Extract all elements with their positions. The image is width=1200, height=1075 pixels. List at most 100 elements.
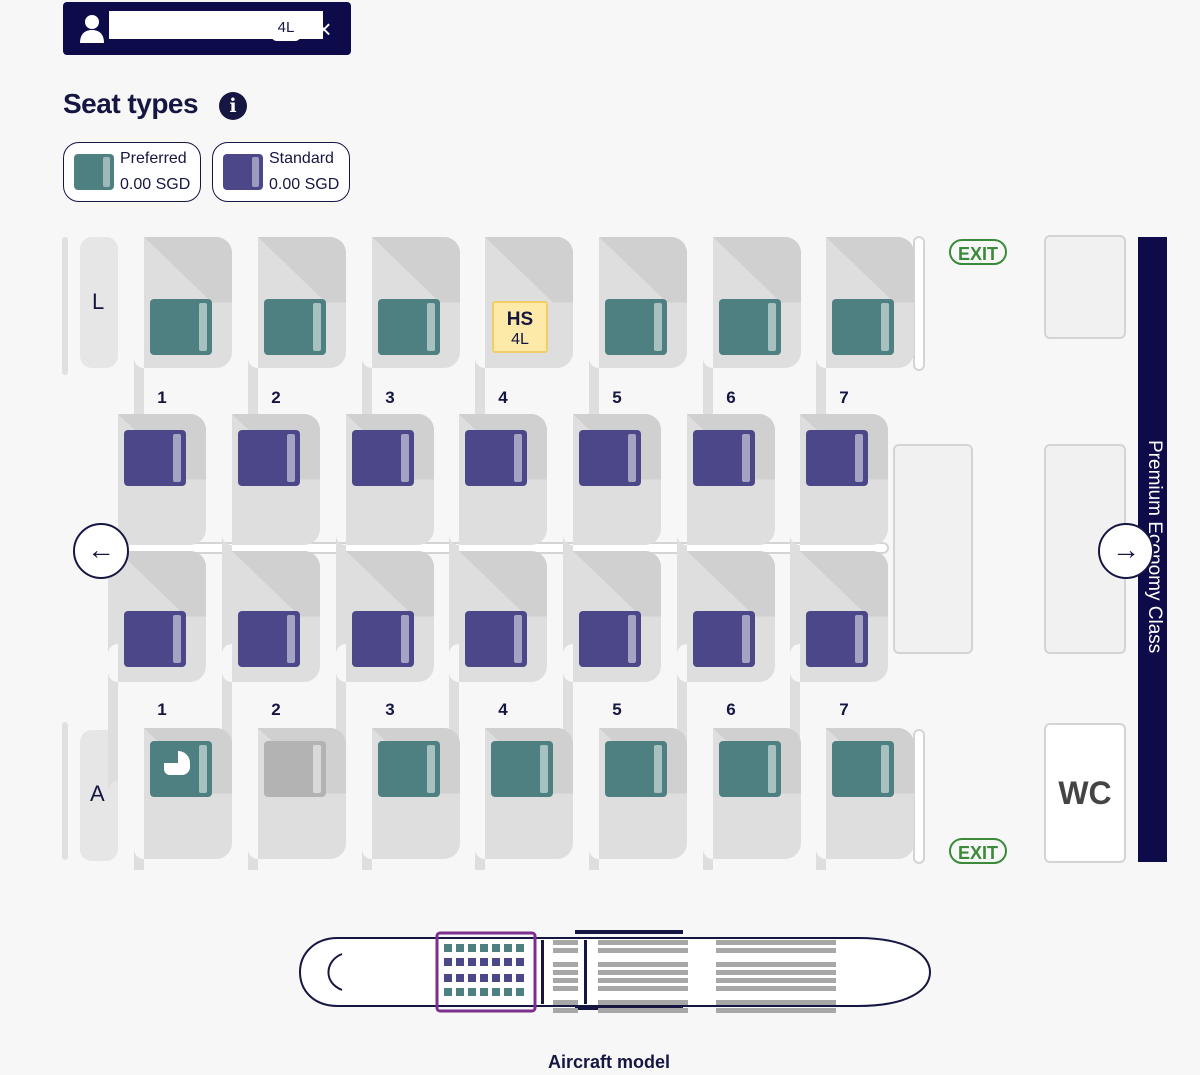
seat-armrest [855,615,863,663]
info-icon[interactable]: i [219,92,247,120]
mini-seat [444,958,452,966]
row-number: 1 [157,388,167,407]
seat-standard[interactable] [124,611,186,667]
row-number: 2 [271,388,281,407]
mini-seat [444,944,452,952]
mini-cabin-block [716,970,836,975]
close-icon[interactable]: × [316,14,332,44]
row-letter-L: L [92,289,105,314]
aircraft-model-title: Aircraft model [548,1052,671,1072]
mini-seat [468,944,476,952]
seat-armrest [768,303,776,351]
seat-armrest [881,303,889,351]
seat-armrest [199,303,207,351]
viewport-highlight[interactable] [435,931,537,1013]
seat-shell-shade [485,237,573,303]
seat-shell-shade [599,237,687,303]
seat-preferred[interactable] [832,741,894,797]
row-number: 4 [498,388,508,407]
mini-seat [492,944,500,952]
mini-cabin-block [716,986,836,991]
mini-cabin-block [553,940,578,945]
seat-armrest [313,745,321,793]
seat-shell-shade [258,237,346,303]
mini-seat [456,958,464,966]
row-number: 3 [385,388,395,407]
seat-armrest [514,434,522,482]
mini-seat [492,958,500,966]
seat-preferred[interactable] [264,299,326,355]
bassinet-icon [164,751,190,775]
seat-preferred[interactable] [605,741,667,797]
seat-preferred[interactable] [605,299,667,355]
seat-preferred[interactable] [378,299,440,355]
seat-armrest [742,434,750,482]
mini-cabin-block [716,948,836,953]
seat-standard[interactable] [238,611,300,667]
seat-armrest [855,434,863,482]
mini-cabin-block [598,940,688,945]
mini-cabin-block [553,986,578,991]
seat-map [62,236,925,870]
mini-cabin-block [598,978,688,983]
seat-armrest [287,615,295,663]
bulkhead [913,729,925,864]
seat-shell-shade [118,551,206,617]
legend-standard-name: Standard [269,150,334,167]
seat-armrest [427,745,435,793]
legend-preferred-price: 0.00 SGD [120,176,191,193]
selected-seat-4L[interactable]: HS 4L [492,301,548,353]
seat-shell-shade [687,551,775,617]
mini-cabin-block [553,962,578,967]
seat-armrest [173,615,181,663]
exit-sign-bottom: EXIT [949,838,1007,864]
aircraft-overview[interactable] [298,930,938,1020]
mini-cabin-block [598,1000,688,1005]
row-number: 5 [612,388,622,407]
preferred-swatch [74,154,114,190]
mini-seat [516,988,524,996]
legend-preferred: Preferred 0.00 SGD [63,142,201,202]
seat-preferred[interactable] [491,741,553,797]
seat-preferred[interactable] [719,299,781,355]
mini-divider [541,940,544,1004]
seat-standard[interactable] [124,430,186,486]
seat-standard[interactable] [579,430,641,486]
seat-standard[interactable] [238,430,300,486]
seat-armrest [401,615,409,663]
seat-standard[interactable] [806,430,868,486]
seat-standard[interactable] [465,611,527,667]
standard-swatch [223,154,263,190]
seat-standard[interactable] [465,430,527,486]
seat-preferred[interactable] [150,299,212,355]
exit-sign-top: EXIT [949,239,1007,265]
seat-standard[interactable] [352,430,414,486]
seat-preferred[interactable] [378,741,440,797]
seat-standard[interactable] [806,611,868,667]
mini-cabin-block [553,978,578,983]
seat-standard[interactable] [352,611,414,667]
seat-standard[interactable] [579,611,641,667]
row-number: 1 [157,700,167,719]
seat-armrest [540,745,548,793]
seat-shell-shade [459,551,547,617]
mini-seat [480,944,488,952]
seat-standard[interactable] [693,430,755,486]
mini-cabin-block [716,1000,836,1005]
selected-seat-code: HS [506,309,534,330]
arrow-right-icon[interactable]: → [1098,523,1154,579]
seat-shell-shade [232,551,320,617]
arrow-left-icon[interactable]: ← [73,523,129,579]
seat-preferred[interactable] [832,299,894,355]
person-icon [80,15,104,43]
seat-preferred[interactable] [719,741,781,797]
seat-armrest [881,745,889,793]
cabin-wall [62,237,68,375]
mini-seat [456,974,464,982]
seat-armrest [313,303,321,351]
row-number: 5 [612,700,622,719]
passenger-tag[interactable]: 4L × [63,2,351,55]
seat-standard[interactable] [693,611,755,667]
row-number: 6 [726,388,736,407]
row-letter-A: A [90,781,105,806]
